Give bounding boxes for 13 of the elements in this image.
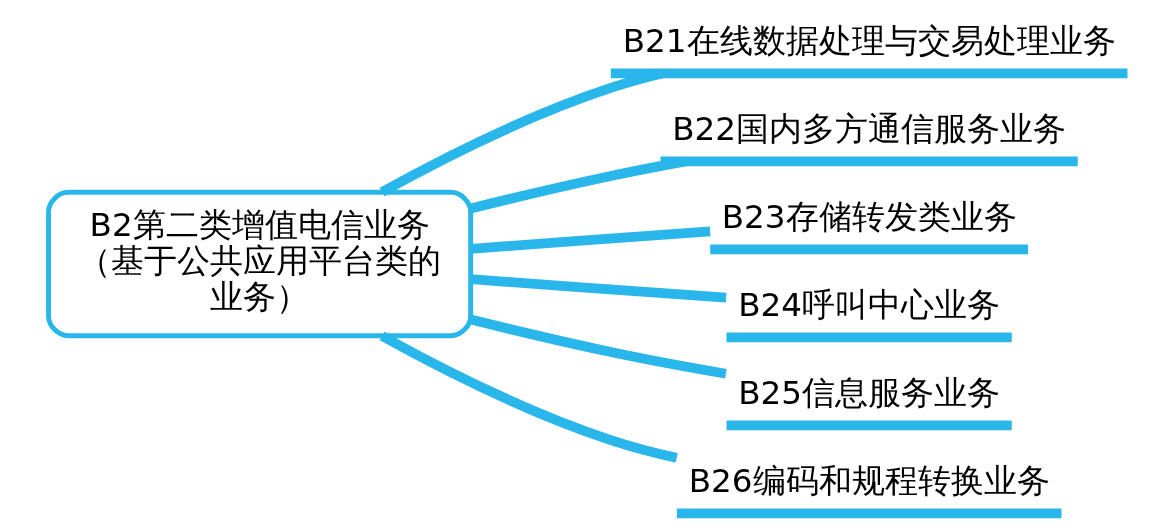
- node-text: B23存储转发类业务: [721, 198, 1017, 237]
- connector: [379, 331, 678, 463]
- connector: [470, 226, 711, 254]
- node-text: B22国内多方通信服务业务: [672, 110, 1067, 149]
- connector: [469, 314, 727, 379]
- node-text: B25信息服务业务: [738, 374, 1001, 413]
- node-box: B2第二类增值电信业务（基于公共应用平台类的业务）: [46, 189, 474, 339]
- node-text: B21在线数据处理与交易处理业务: [622, 22, 1116, 61]
- connector: [469, 156, 687, 214]
- connector: [470, 274, 727, 303]
- connector: [379, 68, 665, 197]
- node-text: B26编码和规程转换业务: [688, 462, 1050, 501]
- node-text: B24呼叫中心业务: [738, 286, 1001, 325]
